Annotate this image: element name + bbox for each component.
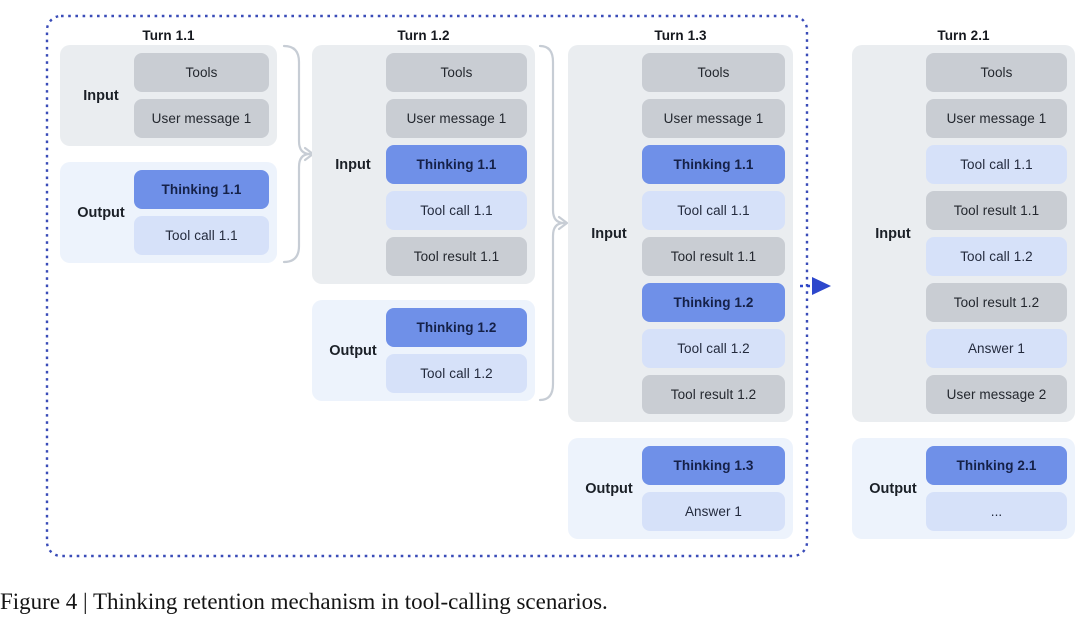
input-label: Input [83, 87, 119, 104]
box-tool-call-1-1: Tool call 1.1 [642, 191, 785, 230]
input-group: Input Tools User message 1 [60, 45, 277, 146]
right-arrow-icon [800, 277, 831, 295]
box-user-message-1: User message 1 [926, 99, 1067, 138]
box-thinking-1-2: Thinking 1.2 [642, 283, 785, 322]
box-user-message-1: User message 1 [386, 99, 527, 138]
box-tools: Tools [134, 53, 269, 92]
output-boxes: Thinking 1.3 Answer 1 [642, 446, 785, 531]
output-boxes: Thinking 2.1 ... [926, 446, 1067, 531]
box-ellipsis: ... [926, 492, 1067, 531]
box-thinking-1-2: Thinking 1.2 [386, 308, 527, 347]
brace-connector-icon [538, 44, 569, 402]
input-label: Input [591, 225, 627, 242]
box-tool-result-1-2: Tool result 1.2 [642, 375, 785, 414]
turn-column-1-2: Turn 1.2 Input Tools User message 1 Thin… [312, 26, 535, 401]
input-group: Input Tools User message 1 Thinking 1.1 … [568, 45, 793, 422]
box-thinking-1-1: Thinking 1.1 [134, 170, 269, 209]
box-tool-result-1-1: Tool result 1.1 [642, 237, 785, 276]
brace-connector-icon [282, 44, 315, 264]
input-label: Input [875, 225, 911, 242]
input-group: Input Tools User message 1 Tool call 1.1… [852, 45, 1075, 422]
box-thinking-1-1: Thinking 1.1 [642, 145, 785, 184]
turn-title: Turn 2.1 [937, 28, 990, 43]
input-boxes: Tools User message 1 Thinking 1.1 Tool c… [386, 53, 527, 276]
turn-column-2-1: Turn 2.1 Input Tools User message 1 Tool… [852, 26, 1075, 539]
input-boxes: Tools User message 1 Tool call 1.1 Tool … [926, 53, 1067, 414]
box-tool-call-1-2: Tool call 1.2 [642, 329, 785, 368]
box-thinking-1-3: Thinking 1.3 [642, 446, 785, 485]
output-label: Output [77, 204, 125, 221]
box-thinking-1-1: Thinking 1.1 [386, 145, 527, 184]
output-group: Output Thinking 1.3 Answer 1 [568, 438, 793, 539]
turn-title: Turn 1.3 [654, 28, 707, 43]
box-tools: Tools [386, 53, 527, 92]
turn-column-1-3: Turn 1.3 Input Tools User message 1 Thin… [568, 26, 793, 539]
output-group: Output Thinking 2.1 ... [852, 438, 1075, 539]
output-label: Output [329, 342, 377, 359]
box-tool-call-1-1: Tool call 1.1 [386, 191, 527, 230]
turn-title: Turn 1.1 [142, 28, 195, 43]
output-boxes: Thinking 1.2 Tool call 1.2 [386, 308, 527, 393]
box-tool-call-1-1: Tool call 1.1 [926, 145, 1067, 184]
box-thinking-2-1: Thinking 2.1 [926, 446, 1067, 485]
input-boxes: Tools User message 1 [134, 53, 269, 138]
output-group: Output Thinking 1.1 Tool call 1.1 [60, 162, 277, 263]
box-user-message-2: User message 2 [926, 375, 1067, 414]
turn-column-1-1: Turn 1.1 Input Tools User message 1 Outp… [60, 26, 277, 263]
input-group: Input Tools User message 1 Thinking 1.1 … [312, 45, 535, 284]
input-boxes: Tools User message 1 Thinking 1.1 Tool c… [642, 53, 785, 414]
box-tool-result-1-2: Tool result 1.2 [926, 283, 1067, 322]
output-label: Output [869, 480, 917, 497]
box-tools: Tools [642, 53, 785, 92]
output-group: Output Thinking 1.2 Tool call 1.2 [312, 300, 535, 401]
box-tool-result-1-1: Tool result 1.1 [386, 237, 527, 276]
box-answer-1: Answer 1 [926, 329, 1067, 368]
box-tool-call-1-2: Tool call 1.2 [926, 237, 1067, 276]
box-tools: Tools [926, 53, 1067, 92]
input-label: Input [335, 156, 371, 173]
box-answer-1: Answer 1 [642, 492, 785, 531]
box-tool-call-1-1: Tool call 1.1 [134, 216, 269, 255]
box-user-message-1: User message 1 [642, 99, 785, 138]
figure-caption: Figure 4 | Thinking retention mechanism … [0, 589, 608, 614]
box-tool-result-1-1: Tool result 1.1 [926, 191, 1067, 230]
turn-title: Turn 1.2 [397, 28, 450, 43]
box-user-message-1: User message 1 [134, 99, 269, 138]
output-label: Output [585, 480, 633, 497]
output-boxes: Thinking 1.1 Tool call 1.1 [134, 170, 269, 255]
box-tool-call-1-2: Tool call 1.2 [386, 354, 527, 393]
